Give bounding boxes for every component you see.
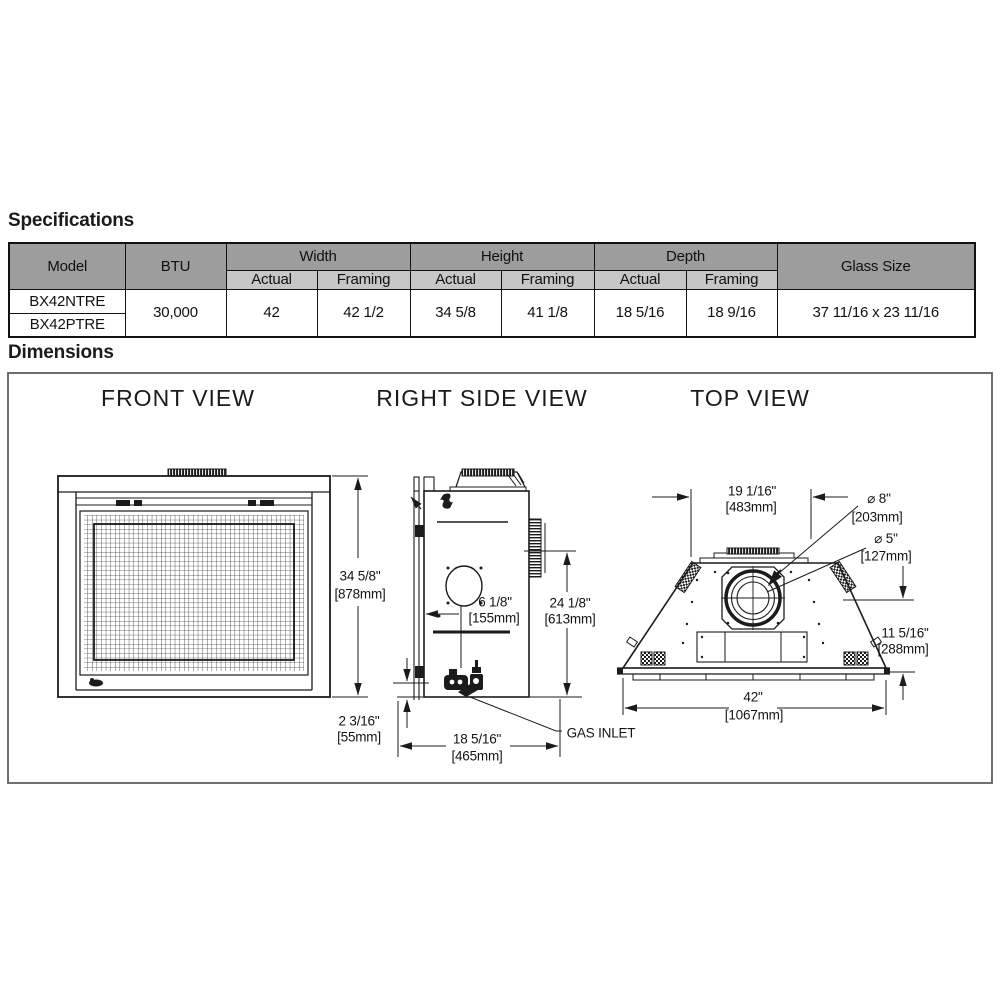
col-header-btu: BTU bbox=[124, 242, 227, 290]
cell-width-actual: 42 bbox=[225, 288, 318, 338]
depth-inches-label: 18 5/16" bbox=[452, 731, 502, 747]
front-width-mm-label: [1067mm] bbox=[724, 707, 784, 723]
cell-btu: 30,000 bbox=[124, 288, 227, 338]
col-header-model: Model bbox=[8, 242, 126, 290]
cell-height-actual: 34 5/8 bbox=[409, 288, 502, 338]
dimensions-heading: Dimensions bbox=[8, 342, 114, 363]
floor-gap-inches-label: 2 3/16" bbox=[338, 713, 380, 729]
flue-to-front-inches-label: 11 5/16" bbox=[881, 625, 929, 641]
front-view-drawing bbox=[57, 468, 368, 698]
gas-offset-inches-label: 6 1/8" bbox=[478, 594, 512, 610]
col-header-width: Width bbox=[225, 242, 411, 271]
flue-outer-mm-label: [203mm] bbox=[851, 509, 903, 525]
top-view-drawing bbox=[617, 489, 915, 715]
front-height-inches-label: 34 5/8" bbox=[339, 568, 381, 584]
front-height-mm-label: [878mm] bbox=[334, 586, 386, 602]
gas-offset-mm-label: [155mm] bbox=[468, 610, 520, 626]
dimension-drawings bbox=[57, 468, 915, 757]
specifications-table: Model BTU Width Height Depth Glass Size … bbox=[8, 242, 976, 338]
top-view-title: TOP VIEW bbox=[690, 385, 810, 411]
subheader-depth-actual: Actual bbox=[593, 269, 687, 290]
back-width-inches-label: 19 1/16" bbox=[727, 483, 777, 499]
flue-liner-diameter-label: ⌀ 5" bbox=[874, 531, 898, 546]
col-header-depth: Depth bbox=[593, 242, 778, 271]
flue-liner-mm-label: [127mm] bbox=[860, 548, 912, 564]
specifications-heading: Specifications bbox=[8, 210, 135, 231]
vent-center-inches-label: 24 1/8" bbox=[549, 595, 591, 611]
cell-depth-actual: 18 5/16 bbox=[593, 288, 687, 338]
side-view-drawing bbox=[393, 468, 582, 757]
cell-depth-framing: 18 9/16 bbox=[685, 288, 778, 338]
floor-gap-mm-label: [55mm] bbox=[337, 729, 381, 745]
vent-center-mm-label: [613mm] bbox=[544, 611, 596, 627]
subheader-height-actual: Actual bbox=[409, 269, 502, 290]
front-view-title: FRONT VIEW bbox=[101, 385, 255, 411]
back-width-mm-label: [483mm] bbox=[725, 499, 777, 515]
subheader-depth-framing: Framing bbox=[685, 269, 778, 290]
cell-model-2: BX42PTRE bbox=[8, 312, 126, 338]
side-view-title: RIGHT SIDE VIEW bbox=[376, 385, 588, 411]
subheader-height-framing: Framing bbox=[500, 269, 595, 290]
col-header-glass-size: Glass Size bbox=[776, 242, 976, 290]
cell-width-framing: 42 1/2 bbox=[316, 288, 411, 338]
cell-glass-size: 37 11/16 x 23 11/16 bbox=[776, 288, 976, 338]
col-header-height: Height bbox=[409, 242, 595, 271]
cell-model-1: BX42NTRE bbox=[8, 288, 126, 314]
cell-height-framing: 41 1/8 bbox=[500, 288, 595, 338]
flue-outer-diameter-label: ⌀ 8" bbox=[867, 491, 891, 506]
depth-mm-label: [465mm] bbox=[451, 748, 503, 764]
subheader-width-actual: Actual bbox=[225, 269, 318, 290]
subheader-width-framing: Framing bbox=[316, 269, 411, 290]
flue-to-front-mm-label: [288mm] bbox=[877, 641, 929, 657]
gas-inlet-label: GAS INLET bbox=[566, 725, 636, 741]
front-width-inches-label: 42" bbox=[743, 689, 763, 705]
